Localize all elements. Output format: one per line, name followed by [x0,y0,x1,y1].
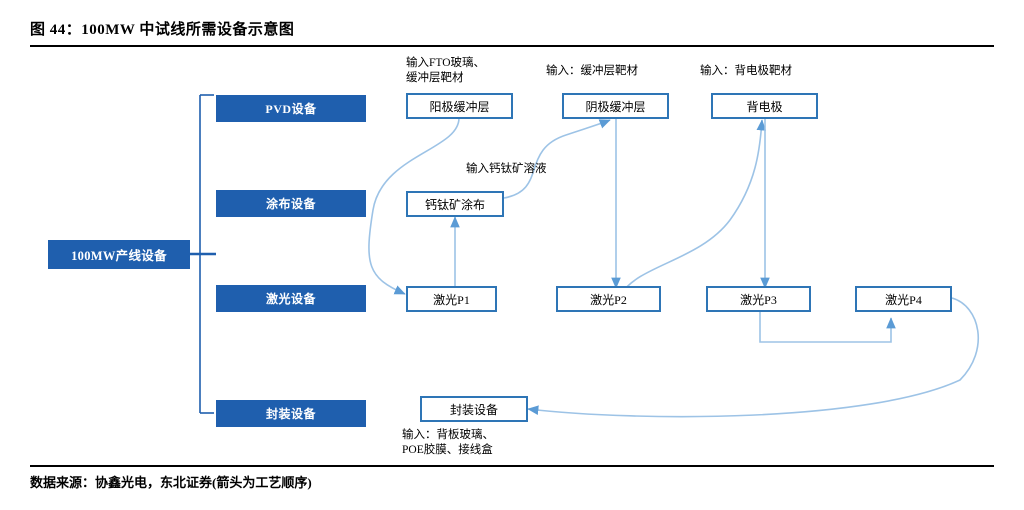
category-box-laser[interactable]: 激光设备 [216,285,366,312]
edge-perovskite-to-cathode [503,119,611,199]
annotation-anode-input: 输入FTO玻璃、 缓冲层靶材 [406,57,486,84]
edge-p4-to-encapsulation [527,297,979,418]
source-note: 数据来源：协鑫光电，东北证券(箭头为工艺顺序) [30,475,312,490]
flow-connectors [368,117,979,418]
process-box-laser-p2[interactable]: 激光P2 [556,286,661,312]
annotation-encapsulation-input: 输入：背板玻璃、 POE胶膜、接线盒 [402,429,494,456]
annotation-perovskite-input: 输入钙钛矿溶液 [466,163,547,175]
process-box-laser-p1[interactable]: 激光P1 [406,286,497,312]
process-box-encapsulation[interactable]: 封装设备 [420,396,528,422]
title-divider [30,45,994,47]
edge-p3-to-p4 [759,312,896,343]
category-box-coating[interactable]: 涂布设备 [216,190,366,217]
category-box-packaging[interactable]: 封装设备 [216,400,366,427]
tree-bracket [190,94,216,414]
annotation-cathode-input: 输入：缓冲层靶材 [546,65,638,77]
connector-layer [190,94,979,418]
category-box-pvd[interactable]: PVD设备 [216,95,366,122]
page-title: 图 44：100MW 中试线所需设备示意图 [30,22,295,38]
diagram-canvas: 100MW产线设备 PVD设备 涂布设备 激光设备 封装设备 阳极缓冲层 阴极缓… [0,50,1024,462]
edge-anode-to-p1 [368,117,460,295]
process-box-anode-buffer[interactable]: 阳极缓冲层 [406,93,513,119]
annotation-back-electrode-input: 输入：背电极靶材 [700,65,792,77]
process-box-perovskite-coating[interactable]: 钙钛矿涂布 [406,191,504,217]
process-box-cathode-buffer[interactable]: 阴极缓冲层 [562,93,669,119]
root-node-100mw-line[interactable]: 100MW产线设备 [48,240,190,269]
edge-p2-to-back-electrode [621,119,767,294]
process-box-laser-p3[interactable]: 激光P3 [706,286,811,312]
source-divider [30,465,994,467]
process-box-laser-p4[interactable]: 激光P4 [855,286,952,312]
process-box-back-electrode[interactable]: 背电极 [711,93,818,119]
